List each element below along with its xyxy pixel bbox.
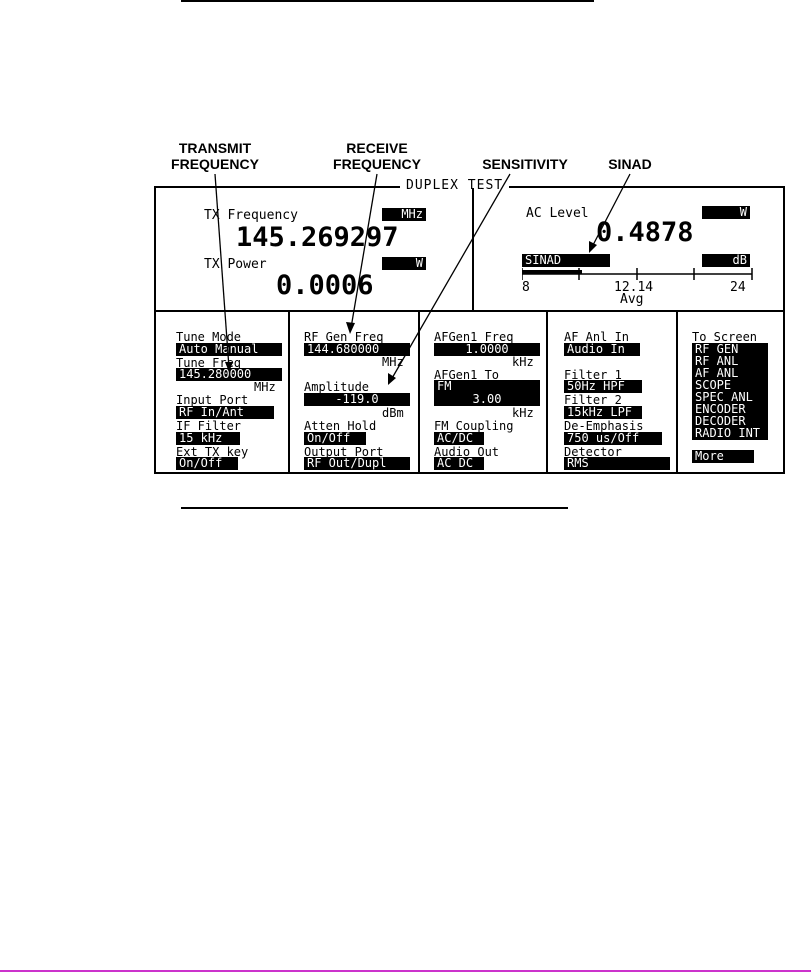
detector-value[interactable]: RMS — [564, 457, 670, 470]
atten-hold-value[interactable]: On/Off — [304, 432, 366, 445]
filter2-value[interactable]: 15kHz LPF — [564, 406, 642, 419]
afgen1-freq-unit: kHz — [512, 355, 534, 369]
atten-hold-label: Atten Hold — [304, 419, 377, 433]
callout-receive-line1: RECEIVE — [346, 140, 408, 156]
input-port-label: Input Port — [176, 393, 249, 407]
col-divider-2 — [418, 310, 420, 472]
detector-label: Detector — [564, 445, 622, 459]
tx-frequency-value: 145.269297 — [236, 222, 399, 253]
afgen1-to-value[interactable]: FM — [434, 380, 540, 393]
to-screen-label: To Screen — [692, 330, 758, 344]
filter1-value[interactable]: 50Hz HPF — [564, 380, 642, 393]
callout-receive-line2: FREQUENCY — [333, 156, 421, 172]
tx-power-value: 0.0006 — [276, 270, 374, 301]
tune-mode-value[interactable]: Auto Manual — [176, 343, 282, 356]
ext-tx-key-label: Ext TX key — [176, 445, 249, 459]
ac-level-unit[interactable]: W — [702, 206, 750, 219]
afgen1-to-unit: kHz — [512, 406, 534, 420]
de-emphasis-label: De-Emphasis — [564, 419, 644, 433]
sinad-meter — [522, 268, 753, 280]
to-screen-rf-gen[interactable]: RF GEN — [692, 343, 768, 356]
filter2-label: Filter 2 — [564, 393, 622, 407]
afgen1-to-level[interactable]: 3.00 — [434, 393, 540, 406]
to-screen-af-anl[interactable]: AF ANL — [692, 367, 768, 380]
top-panel-divider — [472, 188, 474, 312]
meter-min-label: 8 — [522, 280, 530, 295]
top-rule — [181, 0, 594, 2]
output-port-value[interactable]: RF Out/Dupl — [304, 457, 410, 470]
ac-level-value: 0.4878 — [596, 217, 694, 248]
rf-gen-freq-label: RF Gen Freq — [304, 330, 384, 344]
col-divider-3 — [546, 310, 548, 472]
tx-frequency-label: TX Frequency — [204, 208, 298, 223]
sinad-label[interactable]: SINAD — [522, 254, 610, 267]
to-screen-more[interactable]: More — [692, 450, 754, 463]
col-divider-1 — [288, 310, 290, 472]
tune-freq-value[interactable]: 145.280000 — [176, 368, 282, 381]
amplitude-value[interactable]: -119.0 — [304, 393, 410, 406]
amplitude-label: Amplitude — [304, 380, 370, 394]
af-anl-in-value[interactable]: Audio In — [564, 343, 640, 356]
filter1-label: Filter 1 — [564, 368, 622, 382]
ext-tx-key-value[interactable]: On/Off — [176, 457, 238, 470]
rf-gen-freq-unit: MHz — [382, 355, 404, 369]
tx-power-unit[interactable]: W — [382, 257, 426, 270]
ac-level-label: AC Level — [526, 206, 589, 221]
de-emphasis-value[interactable]: 750 us/Off — [564, 432, 662, 445]
callout-receive-frequency: RECEIVE FREQUENCY — [322, 140, 432, 172]
callout-transmit-line2: FREQUENCY — [171, 156, 259, 172]
input-port-value[interactable]: RF In/Ant — [176, 406, 274, 419]
callout-sinad: SINAD — [608, 156, 652, 172]
to-screen-decoder[interactable]: DECODER — [692, 415, 768, 428]
panel-divider — [156, 310, 783, 312]
output-port-label: Output Port — [304, 445, 384, 459]
fm-coupling-label: FM Coupling — [434, 419, 514, 433]
rf-gen-freq-value[interactable]: 144.680000 — [304, 343, 410, 356]
to-screen-encoder[interactable]: ENCODER — [692, 403, 768, 416]
fm-coupling-value[interactable]: AC/DC — [434, 432, 484, 445]
callout-sensitivity: SENSITIVITY — [482, 156, 568, 172]
tx-frequency-unit[interactable]: MHz — [382, 208, 426, 221]
to-screen-scope[interactable]: SCOPE — [692, 379, 768, 392]
meter-max-label: 24 — [730, 280, 746, 295]
to-screen-rf-anl[interactable]: RF ANL — [692, 355, 768, 368]
amplitude-unit: dBm — [382, 406, 404, 420]
sinad-meter-bar — [522, 270, 582, 274]
mid-rule — [181, 507, 568, 509]
callout-transmit-line1: TRANSMIT — [178, 140, 252, 156]
to-screen-radio-int[interactable]: RADIO INT — [692, 427, 768, 440]
audio-out-label: Audio Out — [434, 445, 500, 459]
to-screen-spec-anl[interactable]: SPEC ANL — [692, 391, 768, 404]
af-anl-in-label: AF Anl In — [564, 330, 630, 344]
page-bottom-rule — [0, 970, 811, 972]
tune-freq-unit: MHz — [254, 380, 276, 394]
meter-mid-label: 12.14 — [614, 280, 654, 295]
sinad-unit[interactable]: dB — [702, 254, 750, 267]
audio-out-value[interactable]: AC DC — [434, 457, 484, 470]
if-filter-label: IF Filter — [176, 419, 242, 433]
screen-title: DUPLEX TEST — [400, 178, 510, 193]
callout-transmit-frequency: TRANSMIT FREQUENCY — [160, 140, 270, 172]
duplex-test-screen: DUPLEX TEST TX Frequency MHz 145.269297 … — [154, 178, 785, 474]
meter-avg-label: Avg — [620, 292, 644, 307]
if-filter-value[interactable]: 15 kHz — [176, 432, 240, 445]
tx-power-label: TX Power — [204, 257, 267, 272]
col-divider-4 — [676, 310, 678, 472]
